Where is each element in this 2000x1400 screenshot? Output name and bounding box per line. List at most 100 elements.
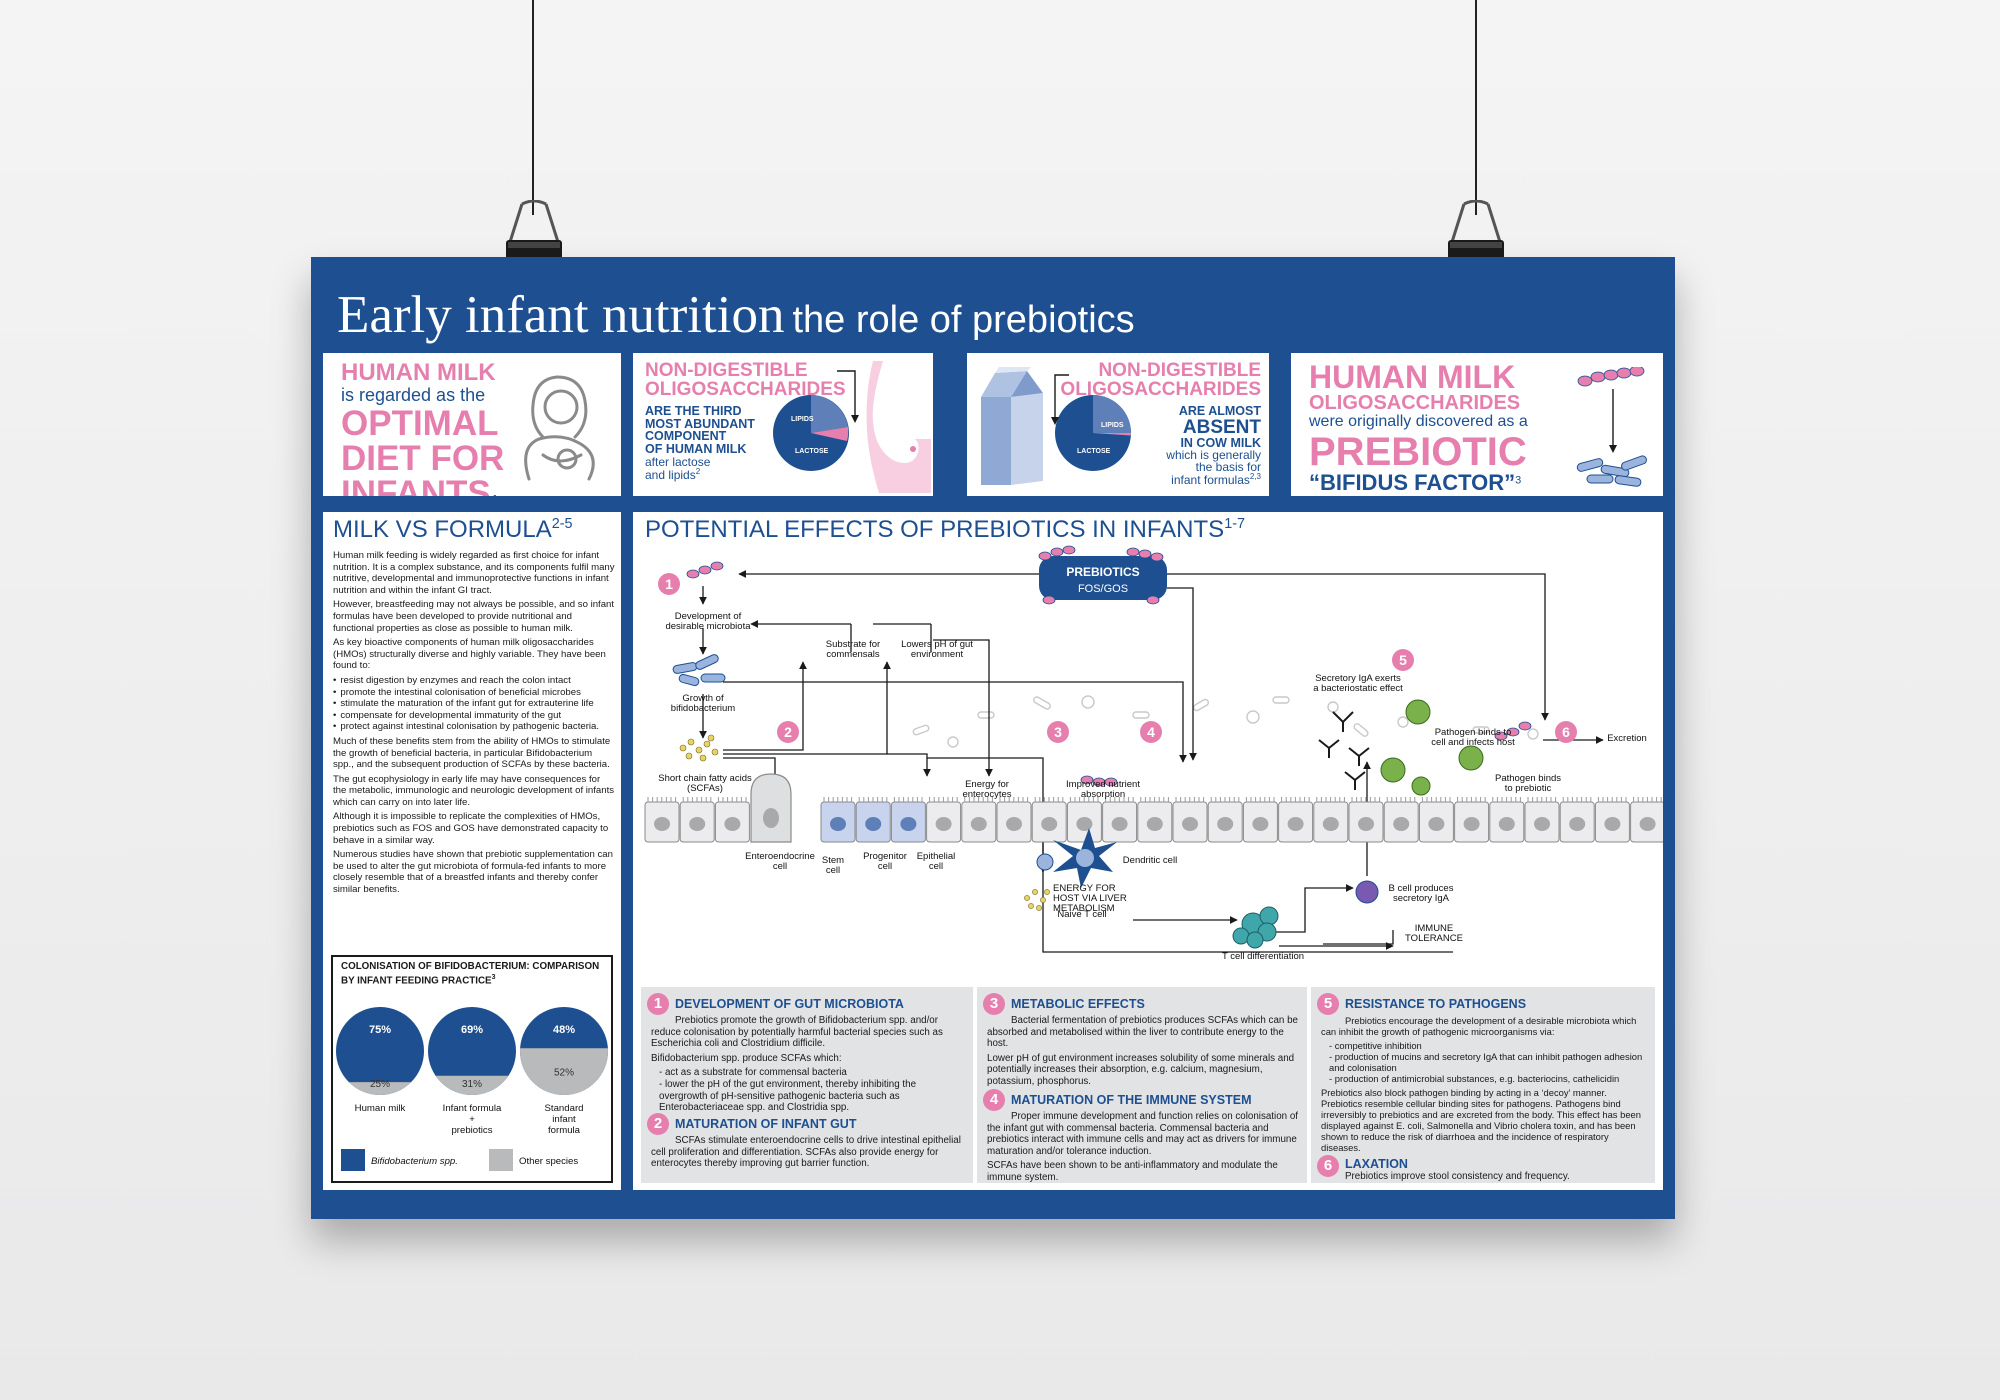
step-1: 1 xyxy=(665,576,673,592)
panel3-ref: 2,3 xyxy=(1249,472,1261,481)
microvilli xyxy=(1597,797,1627,802)
mvf-paragraph: As key bioactive components of human mil… xyxy=(333,637,606,672)
label-substrate: Substrate for commensals xyxy=(811,640,895,660)
mvf-bullet: promote the intestinal colonisation of b… xyxy=(333,687,615,699)
label-stem-cell: Stem cell xyxy=(813,856,853,876)
microvilli xyxy=(1492,797,1521,802)
label-epithelial: Epithelial cell xyxy=(911,852,961,872)
mvf-paragraph: Numerous studies have shown that prebiot… xyxy=(333,849,613,896)
infobox-title-4: MATURATION OF THE IMMUNE SYSTEM xyxy=(1011,1093,1252,1107)
cell-nucleus xyxy=(1569,817,1586,831)
title-sub: the role of prebiotics xyxy=(792,299,1135,341)
microvilli xyxy=(1140,797,1169,802)
cell-nucleus xyxy=(1463,817,1480,831)
pie-slice-other-species xyxy=(520,1048,608,1095)
label-b-cell: B cell produces secretory IgA xyxy=(1381,884,1461,904)
bifidobacteria-cluster xyxy=(672,654,726,687)
cell-nucleus xyxy=(724,817,741,831)
panel4-line5: “BIFIDUS FACTOR” xyxy=(1309,470,1516,495)
naive-t-cell xyxy=(1036,853,1054,871)
label-stem-cell-text: Stem cell xyxy=(821,855,845,876)
cell-nucleus xyxy=(1604,817,1621,831)
pie-value-label: 69% xyxy=(461,1024,483,1036)
panel2-heading1: NON-DIGESTIBLE xyxy=(645,360,808,381)
mvf-bullet: resist digestion by enzymes and reach th… xyxy=(333,675,615,687)
mvf-bullet: compensate for developmental immaturity … xyxy=(333,710,615,722)
panel3-body1: ARE ALMOST xyxy=(1178,404,1261,418)
label-t-cell-differentiation: T cell differentiation xyxy=(1213,952,1313,962)
step-6: 6 xyxy=(1562,724,1570,740)
infobox-column-2: 3 METABOLIC EFFECTS Bacterial fermentati… xyxy=(977,987,1307,1183)
label-progenitor: Progenitor cell xyxy=(855,852,915,872)
step-4: 4 xyxy=(1147,724,1155,740)
infobox-text-4: Proper immune development and function r… xyxy=(987,1111,1301,1187)
label-growth: Growth of bifidobacterium xyxy=(663,694,743,714)
breast-icon xyxy=(866,361,931,493)
panel2-ref: 2 xyxy=(695,467,701,476)
panel-bifidus-factor: HUMAN MILK OLIGOSACCHARIDES were origina… xyxy=(1291,353,1663,496)
microvilli xyxy=(929,797,958,802)
pie-category-label: Standard xyxy=(545,1103,584,1114)
colonisation-chart-title: COLONISATION OF BIFIDOBACTERIUM: COMPARI… xyxy=(341,961,603,986)
infobox-dash-item: - act as a substrate for commensal bacte… xyxy=(659,1067,847,1079)
panel3-body2: ABSENT xyxy=(1182,416,1261,438)
label-immune-tolerance-text: IMMUNE TOLERANCE xyxy=(1405,923,1463,944)
microvilli xyxy=(1281,797,1310,802)
infobox-title-6: LAXATION xyxy=(1345,1157,1408,1171)
step-numbers: 1 2 3 4 5 6 xyxy=(658,573,1577,743)
panel-human-milk-optimal: HUMAN MILK is regarded as the OPTIMAL DI… xyxy=(323,353,621,496)
panel2-body2: MOST ABUNDANT xyxy=(645,416,755,431)
cell-nucleus xyxy=(654,817,670,831)
mvf-paragraph: Although it is impossible to replicate t… xyxy=(333,811,609,846)
infobox-paragraph: Prebiotics improve stool consistency and… xyxy=(1345,1171,1570,1182)
microvilli xyxy=(1316,797,1345,802)
panel3-sub3: infant formulas xyxy=(1171,473,1250,487)
chart-title-ref: 3 xyxy=(491,974,496,981)
cell-nucleus xyxy=(1182,817,1198,831)
cell-nucleus xyxy=(1287,817,1304,831)
panel1-line1: HUMAN MILK xyxy=(341,359,496,386)
step-2: 2 xyxy=(784,724,792,740)
panel3-text: NON-DIGESTIBLE OLIGOSACCHARIDES ARE ALMO… xyxy=(1060,361,1261,486)
pie-value-label: 52% xyxy=(554,1068,574,1079)
oligosaccharide-to-bacteria-icon xyxy=(1576,367,1647,487)
microvilli xyxy=(964,797,993,802)
cell-nucleus xyxy=(1111,817,1128,831)
infobox-paragraph: SCFAs have been shown to be anti-inflamm… xyxy=(987,1160,1278,1183)
microvilli xyxy=(1386,797,1416,802)
arrow-to-pie-icon-2 xyxy=(1051,374,1069,425)
cell-nucleus xyxy=(1041,817,1058,831)
infobox-title-2: MATURATION OF INFANT GUT xyxy=(675,1117,857,1131)
panel4-line3: were originally discovered as a xyxy=(1309,413,1528,430)
pie-category-label: prebiotics xyxy=(451,1125,492,1136)
label-naive-t-cell-text: Naive T cell xyxy=(1057,909,1107,920)
label-energy-host-text: ENERGY FOR HOST VIA LIVER METABOLISM xyxy=(1053,883,1127,914)
legend-swatch-bifidobacterium xyxy=(341,1149,365,1171)
microvilli xyxy=(1105,797,1134,802)
label-epithelial-text: Epithelial cell xyxy=(916,851,956,872)
infobox-paragraph: SCFAs stimulate enteroendocrine cells to… xyxy=(651,1135,961,1170)
infobox-paragraph: Bifidobacterium spp. produce SCFAs which… xyxy=(651,1052,842,1064)
prebiotics-pill: PREBIOTICS FOS/GOS xyxy=(1038,545,1167,605)
step-3: 3 xyxy=(1054,724,1062,740)
mvf-bullet: stimulate the maturation of the infant g… xyxy=(333,698,615,710)
label-enteroendocrine-text: Enteroendocrine cell xyxy=(745,851,815,872)
hanging-wire-right xyxy=(1475,0,1477,215)
panel1-ref: 1 xyxy=(491,492,499,496)
mvf-paragraph: Human milk feeding is widely regarded as… xyxy=(333,550,615,596)
label-growth-text: Growth of bifidobacterium xyxy=(670,693,736,714)
panel2-sub1: after lactose xyxy=(645,455,711,469)
label-energy-host: ENERGY FOR HOST VIA LIVER METABOLISM xyxy=(1053,884,1149,914)
panel2-sub2: and lipids xyxy=(645,468,696,482)
label-naive-t-cell: Naive T cell xyxy=(1047,910,1117,920)
panel3-pie-lactose-label: LACTOSE xyxy=(1077,448,1111,455)
panel2-heading2: OLIGOSACCHARIDES xyxy=(645,379,846,400)
pie-category-label: Infant formula xyxy=(443,1103,502,1114)
label-pathogen-host-text: Pathogen binds to cell and infects host xyxy=(1431,727,1515,748)
secretory-iga-icons xyxy=(1318,711,1370,790)
panel2-body4: OF HUMAN MILK xyxy=(645,441,747,456)
milk-vs-formula-heading: MILK VS FORMULA2-5 xyxy=(333,516,573,544)
label-iga-text: Secretory IgA exerts a bacteriostatic ef… xyxy=(1313,673,1403,694)
cell-nucleus xyxy=(1428,817,1445,831)
